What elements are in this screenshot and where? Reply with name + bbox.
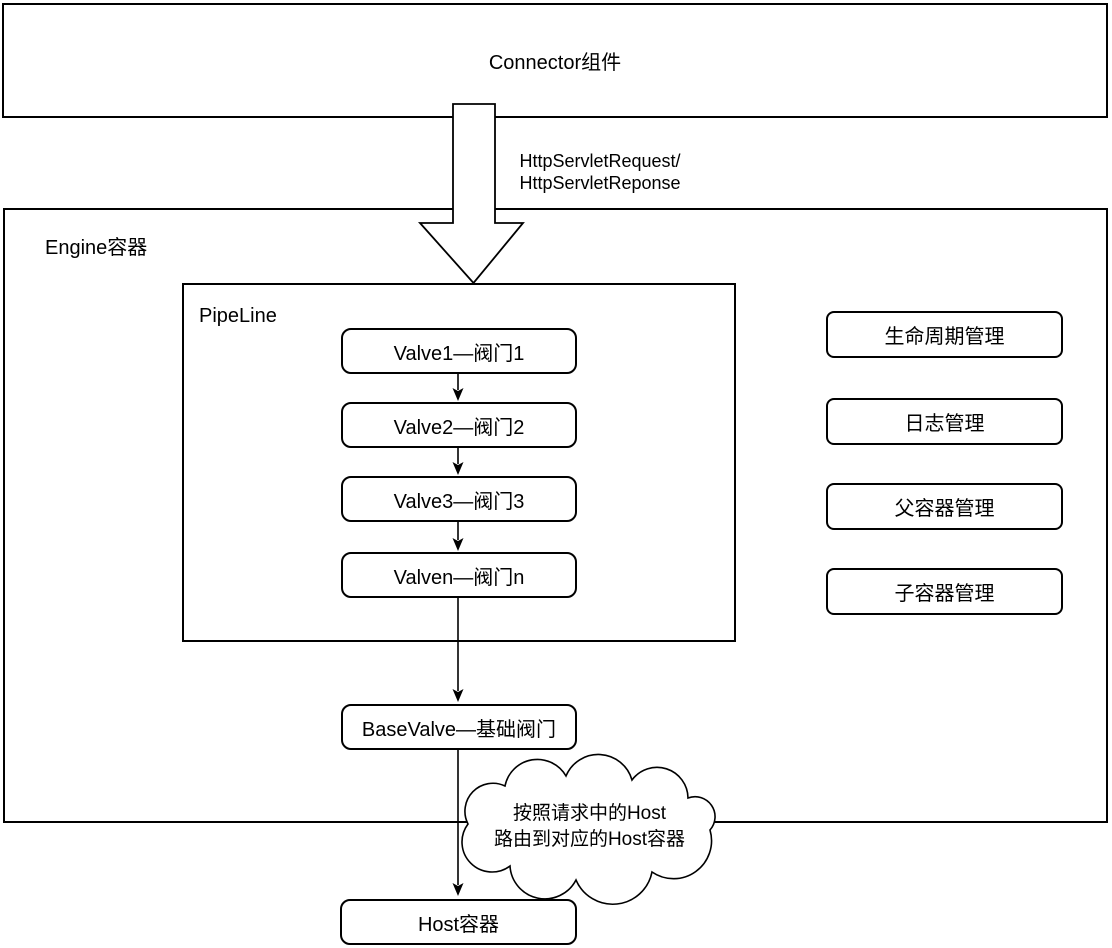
valve3-box: Valve3—阀门3 <box>341 476 577 522</box>
request-response-label: HttpServletRequest/ HttpServletReponse <box>460 150 740 194</box>
base-valve-label: BaseValve—基础阀门 <box>361 718 557 741</box>
base-valve-box: BaseValve—基础阀门 <box>341 704 577 750</box>
arrowhead-basevalve-host <box>452 883 464 896</box>
routing-note-line1: 按照请求中的Host <box>512 803 667 824</box>
valve2-box: Valve2—阀门2 <box>341 402 577 448</box>
host-container-box: Host容器 <box>340 899 577 945</box>
lifecycle-management-label: 生命周期管理 <box>884 326 1005 348</box>
child-container-management-label: 子容器管理 <box>894 583 995 605</box>
request-label-line2: HttpServletReponse <box>519 173 681 193</box>
parent-container-management-box: 父容器管理 <box>826 483 1063 530</box>
parent-container-management-label: 父容器管理 <box>894 498 995 520</box>
engine-label: Engine容器 <box>45 237 148 259</box>
log-management-box: 日志管理 <box>826 398 1063 445</box>
valve1-label: Valve1—阀门1 <box>393 342 525 365</box>
lifecycle-management-box: 生命周期管理 <box>826 311 1063 358</box>
child-container-management-box: 子容器管理 <box>826 568 1063 615</box>
valve2-label: Valve2—阀门2 <box>393 416 525 439</box>
connector-label: Connector组件 <box>488 52 622 74</box>
log-management-label: 日志管理 <box>904 413 985 435</box>
routing-note-text: 按照请求中的Host 路由到对应的Host容器 <box>462 801 717 853</box>
valven-box: Valven—阀门n <box>341 552 577 598</box>
host-container-label: Host容器 <box>417 913 500 936</box>
connector-box: Connector组件 <box>2 3 1108 118</box>
request-label-line1: HttpServletRequest/ <box>519 151 681 171</box>
valve1-box: Valve1—阀门1 <box>341 328 577 374</box>
routing-note-line2: 路由到对应的Host容器 <box>493 829 686 850</box>
valven-label: Valven—阀门n <box>393 566 525 589</box>
valve3-label: Valve3—阀门3 <box>393 490 525 513</box>
pipeline-label: PipeLine <box>199 305 277 327</box>
